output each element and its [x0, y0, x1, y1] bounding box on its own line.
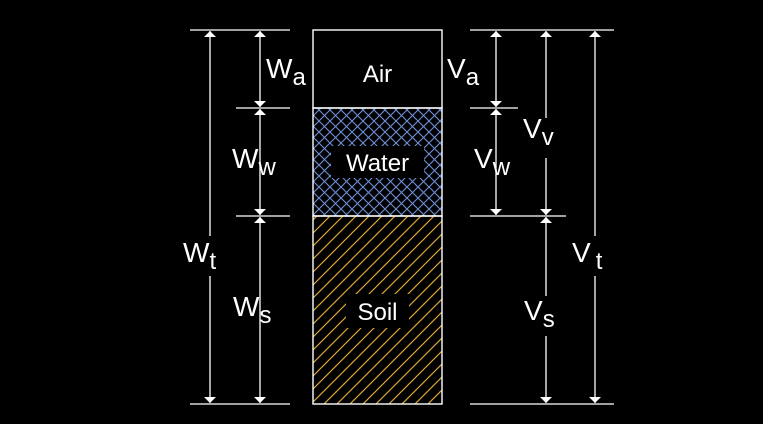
- weight-solid-label: Ws: [233, 291, 271, 329]
- soil-label-backdrop: [346, 294, 409, 328]
- water-phase-label: Water: [346, 150, 409, 177]
- volume-solid-label: Vs: [524, 295, 555, 333]
- volume-voids-label: Vv: [523, 113, 554, 151]
- weight-water-label: Ww: [232, 143, 276, 181]
- air-phase-box: [312, 29, 443, 109]
- volume-air-label: Va: [447, 53, 480, 91]
- label-backdrops: [198, 118, 613, 336]
- water-label-backdrop: [331, 146, 424, 178]
- weight-dimensions: [204, 31, 266, 403]
- weight-extension-lines: [190, 29, 290, 405]
- volume-dimensions: [490, 31, 601, 403]
- phase-column: Air Water Soil: [312, 29, 443, 405]
- weight-air-label: Wa: [266, 53, 306, 91]
- air-phase-label: Air: [363, 61, 392, 88]
- volume-water-label: Vw: [474, 143, 511, 181]
- volume-extension-lines: [470, 29, 614, 405]
- weight-total-label: Wt: [183, 237, 216, 275]
- weight-labels: Wa Ww Wt Ws: [183, 53, 306, 329]
- soil-phase-label: Soil: [357, 299, 397, 326]
